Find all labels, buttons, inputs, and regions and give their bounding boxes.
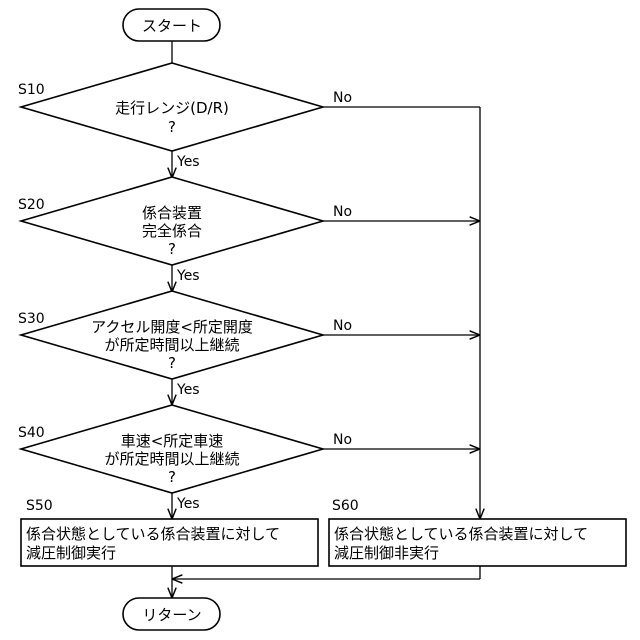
decision-s10-yes-label: Yes [176, 154, 200, 170]
decision-s20-text-1: 係合装置 [142, 204, 202, 222]
step-label-s10: S10 [18, 82, 45, 98]
decision-s40-yes-label: Yes [176, 496, 200, 512]
decision-s30-text-1: アクセル開度<所定開度 [91, 318, 253, 336]
start-terminal: スタート [123, 9, 220, 41]
step-label-s60: S60 [332, 498, 359, 514]
decision-s30: S30 アクセル開度<所定開度 が所定時間以上継続 ? No Yes [18, 291, 352, 398]
decision-s20-text-2: 完全係合 [142, 222, 202, 240]
step-label-s20: S20 [18, 197, 45, 213]
decision-s20-text-3: ? [168, 240, 176, 258]
decision-s30-yes-label: Yes [176, 382, 200, 398]
decision-s40-text-1: 車速<所定車速 [121, 432, 224, 450]
decision-s30-no-label: No [333, 318, 352, 334]
decision-s30-text-2: が所定時間以上継続 [104, 336, 239, 354]
decision-s10-text-2: ? [168, 118, 176, 136]
process-s60: S60 係合状態としている係合装置に対して 減圧制御非実行 [329, 498, 626, 566]
decision-s40-text-2: が所定時間以上継続 [104, 450, 239, 468]
process-s50-text-1: 係合状態としている係合装置に対して [26, 525, 280, 543]
step-label-s30: S30 [18, 311, 45, 327]
decision-s40-no-label: No [333, 432, 352, 448]
start-label: スタート [142, 17, 202, 35]
decision-s10-text-1: 走行レンジ(D/R) [115, 99, 229, 117]
decision-s20-yes-label: Yes [176, 268, 200, 284]
decision-s40: S40 車速<所定車速 が所定時間以上継続 ? No Yes [18, 405, 352, 512]
decision-s20: S20 係合装置 完全係合 ? No Yes [18, 177, 352, 284]
decision-s40-text-3: ? [168, 468, 176, 486]
process-s50-text-2: 減圧制御実行 [26, 544, 116, 562]
end-label: リターン [142, 606, 201, 624]
step-label-s50: S50 [26, 498, 53, 514]
step-label-s40: S40 [18, 425, 45, 441]
decision-s10: S10 走行レンジ(D/R) ? No Yes [18, 63, 352, 170]
process-s50: S50 係合状態としている係合装置に対して 減圧制御実行 [21, 498, 318, 566]
end-terminal: リターン [123, 598, 220, 630]
decision-s20-no-label: No [333, 204, 352, 220]
process-s60-text-2: 減圧制御非実行 [334, 544, 439, 562]
process-s60-text-1: 係合状態としている係合装置に対して [334, 525, 588, 543]
decision-s10-no-label: No [333, 90, 352, 106]
decision-s30-text-3: ? [168, 354, 176, 372]
